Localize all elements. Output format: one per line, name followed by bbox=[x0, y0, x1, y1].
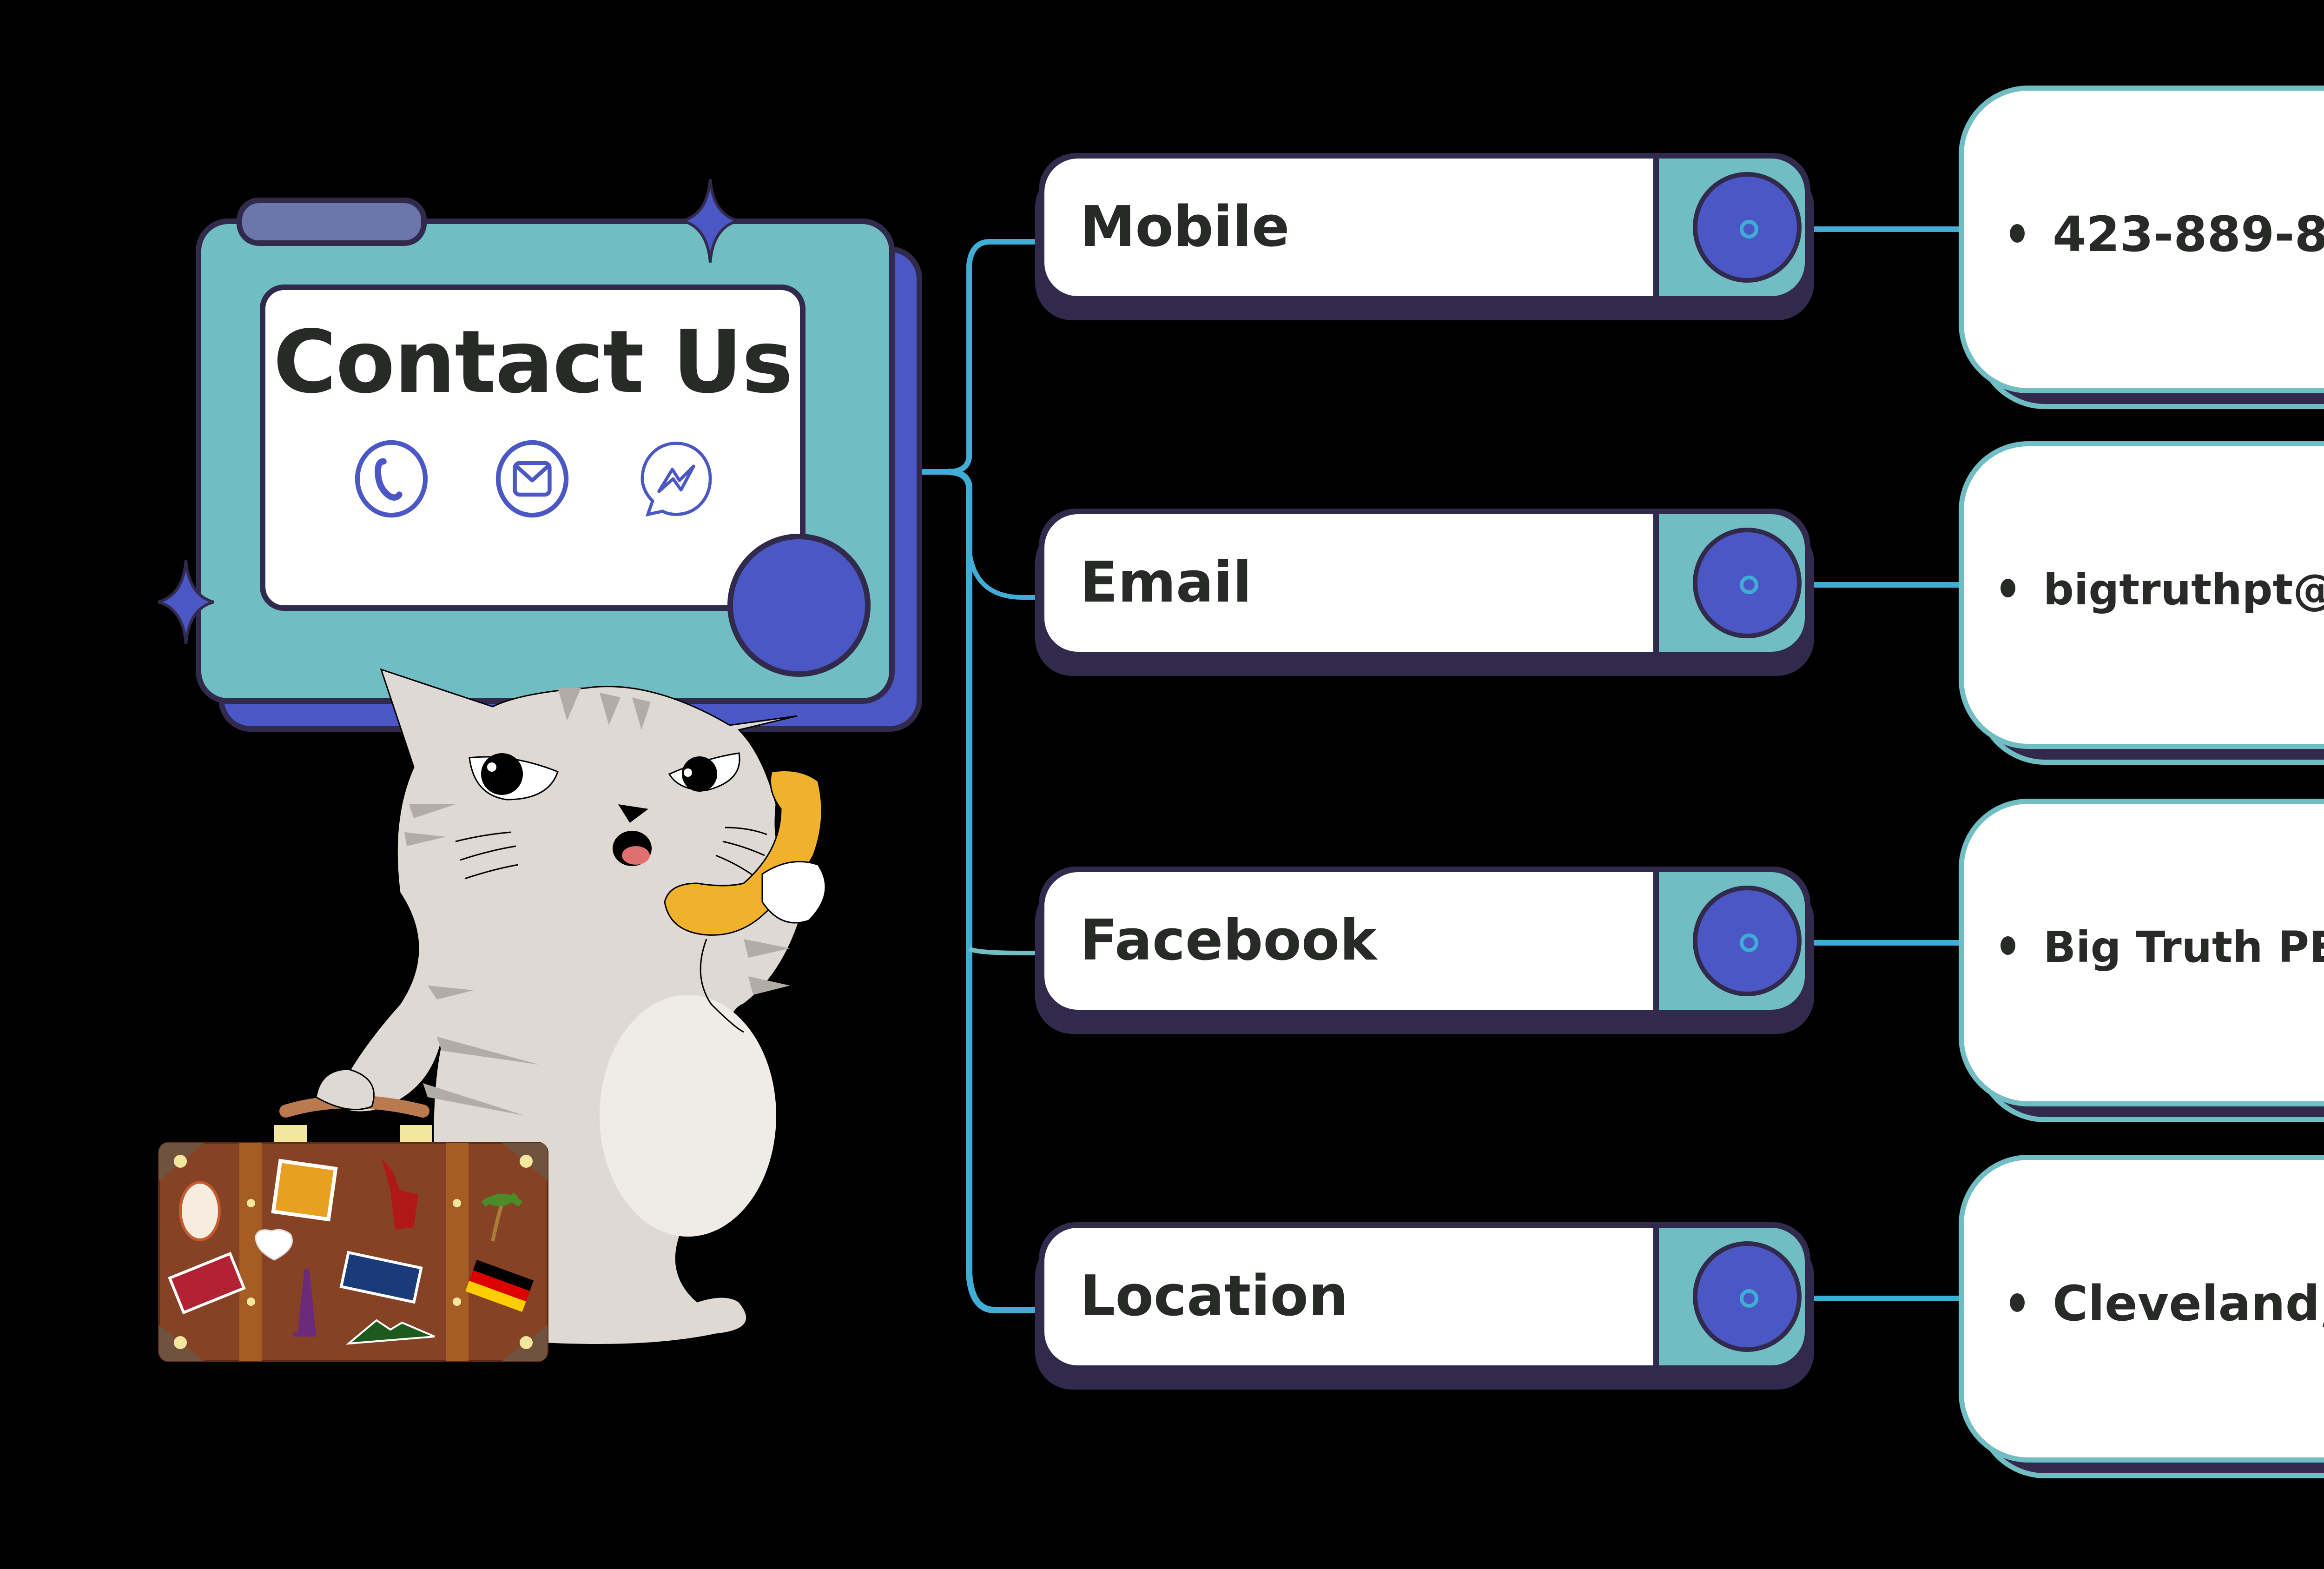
sticker-mountains bbox=[345, 1319, 435, 1345]
knob-icon[interactable] bbox=[1691, 1241, 1803, 1352]
sticker-usa-flag bbox=[168, 1251, 246, 1315]
bullet-icon bbox=[2000, 578, 2015, 597]
sticker-christ-the-redeemer bbox=[271, 1159, 338, 1222]
sticker-uk-flag bbox=[339, 1251, 423, 1304]
cat-illustration bbox=[158, 668, 826, 1362]
contact-row-facebook[interactable]: Facebook bbox=[1035, 867, 1814, 1034]
branch-email bbox=[967, 548, 1035, 600]
suitcase bbox=[158, 1095, 548, 1362]
sparkle-icon bbox=[158, 560, 214, 644]
knob-icon[interactable] bbox=[1691, 527, 1803, 639]
contact-value-card-email: bigtruthpt@gmail.com bbox=[1959, 441, 2324, 765]
sticker-statue-of-liberty bbox=[381, 1158, 418, 1230]
contact-card-panel bbox=[260, 285, 805, 611]
sticker-palm-tree bbox=[481, 1192, 523, 1242]
messenger-icon[interactable] bbox=[637, 439, 716, 518]
contact-value-card-location: Cleveland, TN bbox=[1959, 1155, 2324, 1478]
pill-label-area bbox=[1044, 872, 1653, 1010]
contact-card-tab bbox=[237, 198, 427, 246]
pill-label-area bbox=[1044, 514, 1653, 652]
contact-row-email[interactable]: Email bbox=[1035, 509, 1814, 676]
sticker-germany-flag bbox=[465, 1259, 534, 1312]
sticker-pagoda bbox=[179, 1181, 221, 1241]
contact-value[interactable]: bigtruthpt@gmail.com bbox=[2000, 441, 2324, 748]
knob-icon[interactable] bbox=[1691, 885, 1803, 997]
trunk-connector-down bbox=[948, 469, 1035, 1313]
contact-label: Email bbox=[1080, 550, 1252, 615]
phone-icon[interactable] bbox=[352, 439, 431, 518]
bullet-icon bbox=[2010, 1293, 2025, 1312]
contact-value[interactable]: 423-889-8710 bbox=[2010, 86, 2324, 392]
pill-label-area bbox=[1044, 1228, 1653, 1365]
page-title: Contact Us bbox=[273, 311, 793, 412]
pill-body bbox=[1039, 1222, 1810, 1371]
trunk-connector bbox=[911, 239, 1035, 475]
cat-belly bbox=[600, 995, 776, 1237]
pill-label-area bbox=[1044, 159, 1653, 296]
sticker-france-heart bbox=[255, 1229, 293, 1261]
card-face bbox=[1959, 799, 2324, 1106]
contact-value: Big Truth PET Transport bbox=[2000, 799, 2324, 1106]
contact-label: Facebook bbox=[1080, 908, 1377, 973]
bullet-icon bbox=[2010, 224, 2025, 243]
sparkle-icon bbox=[682, 179, 738, 263]
mail-icon[interactable] bbox=[493, 439, 572, 518]
contact-label: Location bbox=[1080, 1264, 1348, 1329]
sticker-eiffel-tower bbox=[293, 1269, 316, 1337]
bullet-icon bbox=[2000, 936, 2015, 955]
contact-value-card-mobile: 423-889-8710 bbox=[1959, 86, 2324, 409]
contact-value-card-facebook: Big Truth PET Transport bbox=[1959, 799, 2324, 1122]
card-face bbox=[1959, 441, 2324, 749]
contact-value: Cleveland, TN bbox=[2010, 1155, 2324, 1462]
contact-label: Mobile bbox=[1080, 195, 1290, 259]
knob-icon[interactable] bbox=[1691, 172, 1803, 283]
contact-row-location[interactable]: Location bbox=[1035, 1222, 1814, 1390]
contact-row-mobile[interactable]: Mobile bbox=[1035, 153, 1814, 320]
branch-facebook bbox=[967, 946, 1035, 955]
pill-body bbox=[1039, 509, 1810, 657]
